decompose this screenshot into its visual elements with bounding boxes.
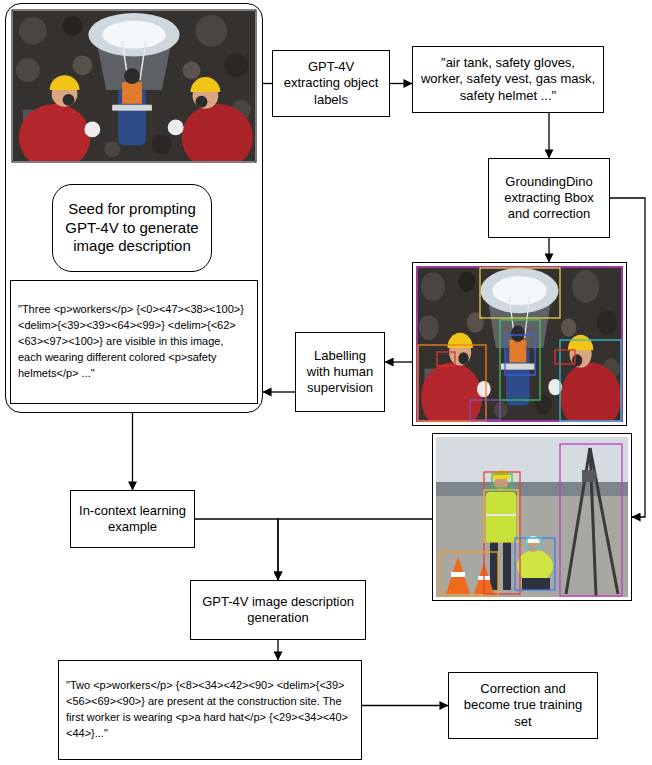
process-box: Correction and become true training set bbox=[448, 672, 598, 739]
bbox bbox=[560, 444, 622, 596]
process-box: GPT-4V extracting object labels bbox=[272, 50, 390, 117]
node-text: In-context learning example bbox=[78, 503, 187, 536]
process-box: Labelling with human supervision bbox=[295, 332, 385, 412]
label-list-box: "air tank, safety gloves, worker, safety… bbox=[412, 46, 604, 113]
bbox bbox=[470, 400, 500, 420]
connector-arrow bbox=[362, 705, 448, 706]
bbox bbox=[505, 335, 535, 375]
node-text: GroundingDino extracting Bbox and correc… bbox=[496, 174, 602, 223]
process-box: GPT-4V image description generation bbox=[190, 580, 366, 640]
node-text: "Two <p>workers</p> {<8><34><42><90> <de… bbox=[66, 678, 354, 742]
connector-arrow bbox=[263, 391, 295, 392]
process-box: GroundingDino extracting Bbox and correc… bbox=[488, 158, 610, 238]
vest-stripe bbox=[486, 514, 516, 516]
safety-vest bbox=[486, 492, 516, 542]
connector-arrow bbox=[548, 238, 549, 262]
text-box: "Two <p>workers</p> {<8><34><42><90> <de… bbox=[58, 660, 362, 760]
bbox bbox=[527, 538, 541, 548]
connector-arrow bbox=[390, 83, 412, 84]
bbox bbox=[480, 268, 560, 318]
ground bbox=[436, 496, 628, 597]
worker-leg bbox=[490, 540, 498, 590]
bbox bbox=[560, 340, 621, 421]
worker-leg bbox=[503, 540, 511, 590]
seed-photo bbox=[13, 11, 255, 171]
connector-arrow bbox=[195, 519, 278, 580]
image-frame bbox=[432, 433, 632, 601]
connector-arrow bbox=[278, 519, 432, 580]
bbox bbox=[440, 552, 498, 596]
node-text: Labelling with human supervision bbox=[303, 348, 377, 397]
tripod-leg bbox=[566, 448, 590, 594]
seed-box: Seed for prompting GPT-4V to generate im… bbox=[52, 184, 212, 272]
text-box: "Three <p>workers</p> {<0><47><38><100>}… bbox=[10, 280, 258, 404]
node-text: Seed for prompting GPT-4V to generate im… bbox=[60, 200, 204, 256]
bbox bbox=[500, 320, 540, 400]
node-text: "air tank, safety gloves, worker, safety… bbox=[420, 55, 596, 104]
bbox bbox=[484, 490, 518, 542]
node-text: Correction and become true training set bbox=[456, 681, 590, 730]
connector-arrow bbox=[610, 198, 645, 517]
traffic-cone bbox=[446, 556, 470, 594]
connector-arrow bbox=[277, 640, 278, 660]
bbox bbox=[555, 350, 575, 364]
winch bbox=[582, 470, 596, 482]
bbox bbox=[515, 538, 555, 590]
cone-stripe bbox=[451, 572, 465, 577]
node-text: GPT-4V extracting object labels bbox=[280, 59, 382, 108]
connector-arrow bbox=[548, 113, 549, 158]
safety-vest bbox=[517, 550, 553, 582]
bbox bbox=[417, 267, 622, 421]
connector-arrow bbox=[132, 413, 133, 490]
group-container: Seed for prompting GPT-4V to generate im… bbox=[5, 3, 263, 413]
node-text: "Three <p>workers</p> {<0><47><38><100>}… bbox=[18, 302, 250, 382]
connector-arrow bbox=[263, 83, 272, 84]
image-frame bbox=[412, 262, 627, 426]
process-box: In-context learning example bbox=[70, 490, 195, 548]
worker-leg bbox=[522, 578, 550, 590]
connector-arrow bbox=[385, 361, 412, 362]
node-text: GPT-4V image description generation bbox=[198, 594, 358, 627]
annotated-photo bbox=[416, 266, 623, 432]
bbox bbox=[437, 352, 455, 366]
hard-hat bbox=[526, 536, 540, 543]
bbox bbox=[492, 474, 512, 488]
bbox bbox=[418, 345, 486, 421]
